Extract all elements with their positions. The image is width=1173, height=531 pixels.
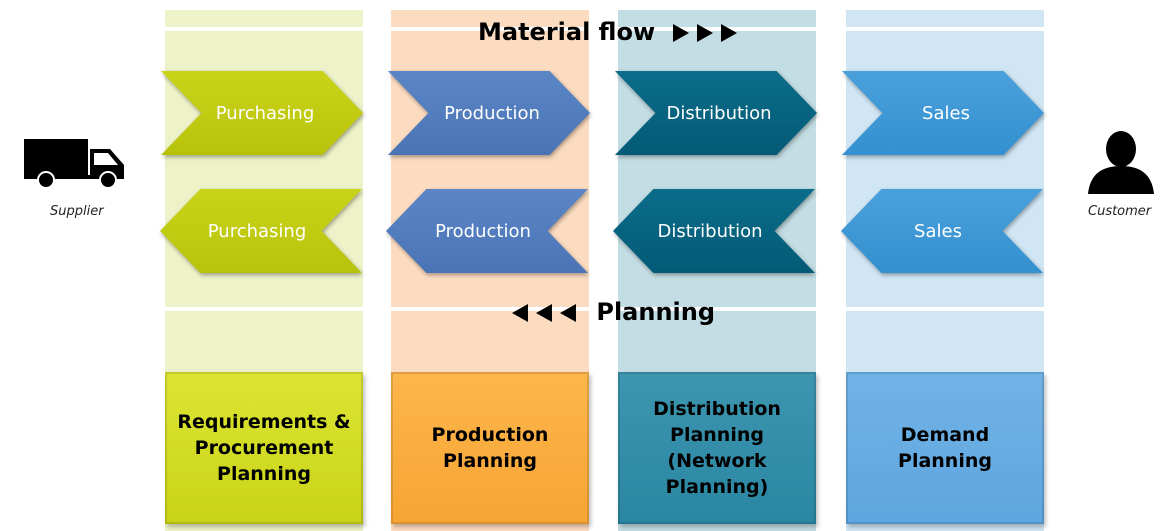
supplier-label: Supplier (50, 204, 104, 219)
chevron-label: Sales (914, 220, 962, 242)
chevron-label: Production (444, 102, 540, 124)
distribution-flow-chevron: Distribution (615, 71, 817, 155)
chevron-label: Purchasing (207, 220, 307, 242)
chevron-label: Purchasing (215, 102, 315, 124)
truck-icon (24, 139, 124, 189)
right-arrows-icon (673, 18, 745, 46)
sales-flow-chevron: Sales (842, 71, 1044, 155)
left-arrows-icon (512, 298, 584, 326)
distribution-planning-box: Distribution Planning (Network Planning) (618, 372, 816, 524)
person-icon (1088, 131, 1154, 194)
separator-line-bottom (160, 307, 1050, 311)
planning-label: Planning (512, 298, 715, 326)
box-label: Production Planning (431, 424, 549, 472)
purchasing-planning-chevron: Purchasing (160, 189, 362, 273)
sales-planning-chevron: Sales (841, 189, 1043, 273)
separator-line-top (160, 27, 1050, 31)
planning-text: Planning (596, 298, 716, 326)
production-planning-box: Production Planning (391, 372, 589, 524)
box-label: Demand Planning (898, 424, 992, 472)
production-planning-chevron: Production (386, 189, 588, 273)
requirements-procurement-planning-box: Requirements & Procurement Planning (165, 372, 363, 524)
production-flow-chevron: Production (388, 71, 590, 155)
box-label: Requirements & Procurement Planning (177, 411, 351, 485)
demand-planning-box: Demand Planning (846, 372, 1044, 524)
chevron-label: Distribution (657, 220, 763, 242)
box-label: Distribution Planning (Network Planning) (653, 398, 781, 498)
chevron-label: Production (435, 220, 531, 242)
material-flow-label: Material flow (478, 18, 745, 46)
chevron-label: Distribution (666, 102, 772, 124)
chevron-label: Sales (922, 102, 970, 124)
customer-label: Customer (1088, 204, 1152, 219)
material-flow-text: Material flow (478, 18, 656, 46)
purchasing-flow-chevron: Purchasing (161, 71, 363, 155)
distribution-planning-chevron: Distribution (613, 189, 815, 273)
